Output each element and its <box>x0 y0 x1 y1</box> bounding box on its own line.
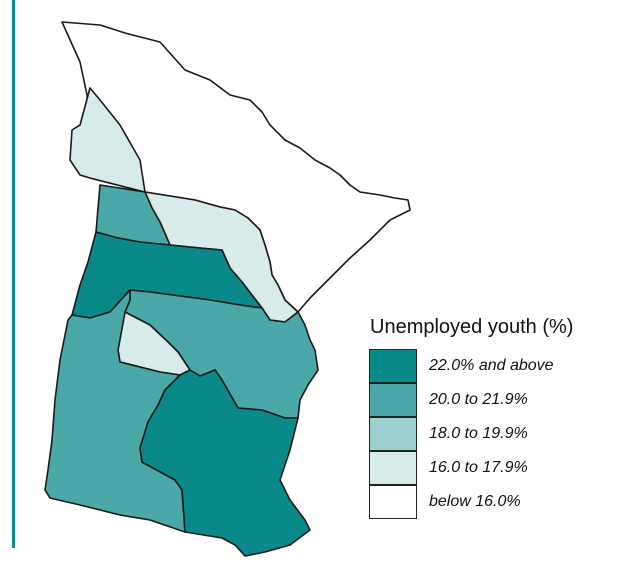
legend-swatch <box>369 450 417 485</box>
legend-swatch <box>369 416 417 451</box>
legend-label: 22.0% and above <box>429 357 554 374</box>
legend-item-22-plus: 22.0% and above <box>369 348 619 383</box>
legend-title: Unemployed youth (%) <box>370 316 574 338</box>
legend-item-16-17-9: 16.0 to 17.9% <box>369 450 619 485</box>
legend-label: 16.0 to 17.9% <box>429 459 528 476</box>
region-southeast[interactable] <box>139 369 311 557</box>
left-rule <box>12 0 15 548</box>
legend-item-18-19-9: 18.0 to 19.9% <box>369 416 619 451</box>
region-northwest[interactable] <box>69 87 146 193</box>
legend-item-below-16: below 16.0% <box>369 484 619 519</box>
legend-label: 18.0 to 19.9% <box>429 425 528 442</box>
legend-label: 20.0 to 21.9% <box>429 391 528 408</box>
map-legend: Unemployed youth (%) 22.0% and above 20.… <box>369 316 619 519</box>
legend-item-20-21-9: 20.0 to 21.9% <box>369 382 619 417</box>
legend-swatch <box>369 348 417 383</box>
legend-swatch <box>369 382 417 417</box>
legend-label: below 16.0% <box>429 493 521 510</box>
legend-swatch <box>369 484 417 519</box>
